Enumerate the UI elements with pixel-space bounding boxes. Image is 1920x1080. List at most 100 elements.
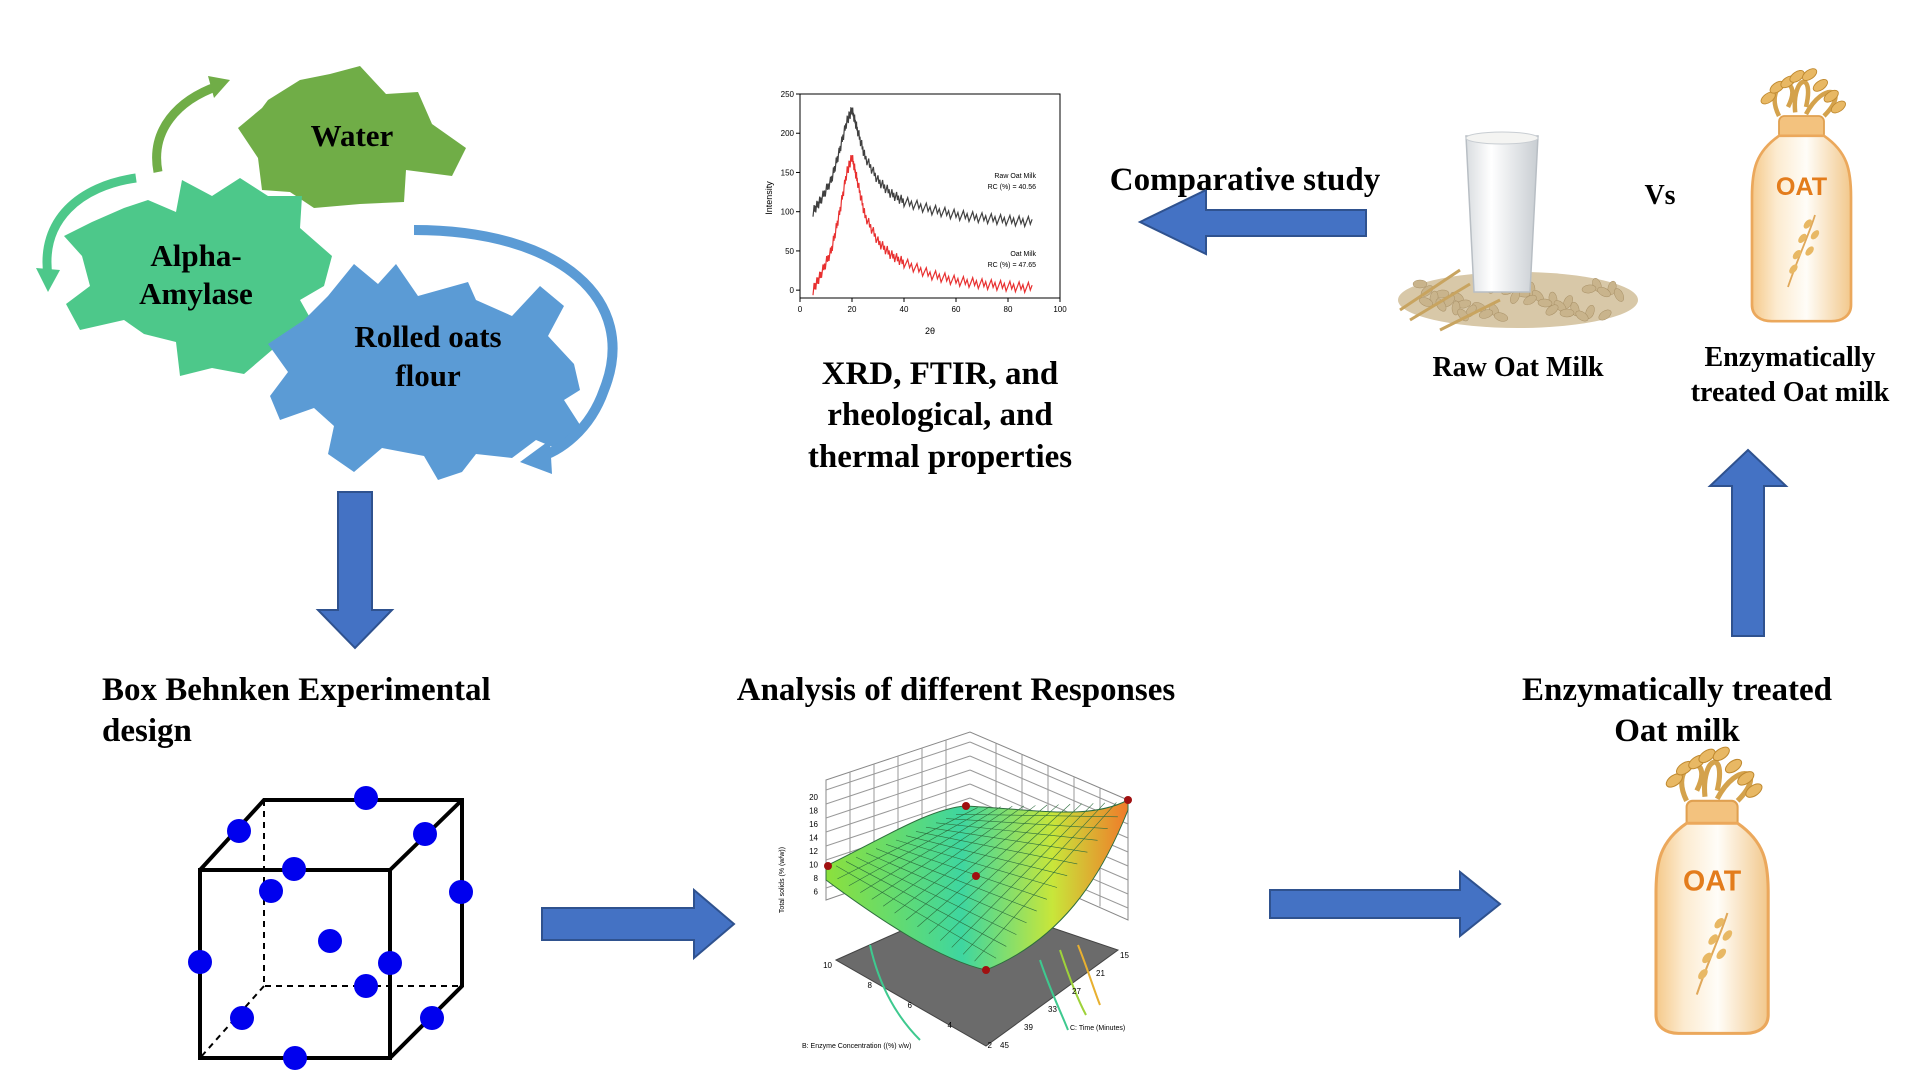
arrowhead-green: [208, 76, 230, 98]
flour-label-line1: Rolled oats: [354, 319, 501, 354]
design-point: [188, 950, 212, 974]
oat-flake: [1412, 279, 1428, 289]
surface-x-tick-label: 2: [988, 1041, 993, 1050]
treated-heading-line2: Oat milk: [1614, 713, 1740, 750]
wall-grid-line: [969, 741, 1129, 811]
bottle-sprig-grain: [1805, 246, 1814, 256]
surface-mesh-line: [875, 848, 1037, 912]
xrd-y-axis-label: Intensity: [764, 181, 774, 215]
raw-oat-milk-image: [1398, 131, 1638, 332]
xrd-y-tick-label: 50: [785, 247, 794, 256]
arrow-left: [1137, 188, 1367, 256]
oat-logo-text: OAT: [1683, 866, 1742, 898]
box-behnken-label-line2: design: [102, 713, 192, 750]
surface-mesh-line: [882, 805, 1025, 907]
xrd-series-line: [812, 107, 1033, 229]
bottle-sprig-grain: [1708, 934, 1718, 945]
surface-z-tick-label: 20: [809, 793, 818, 802]
xrd-y-tick-label: 250: [781, 90, 795, 99]
design-point: [354, 974, 378, 998]
enz-label-line1: Enzymatically: [1704, 342, 1876, 373]
surface-mesh-line: [905, 835, 1068, 877]
arrow-right-1: [541, 887, 736, 961]
oat-flake: [1581, 284, 1597, 294]
curved-arrow-teal: [42, 173, 137, 277]
surface-z-tick-label: 18: [809, 807, 818, 816]
surface-mesh-line: [928, 803, 1071, 934]
oat-flake: [1537, 298, 1553, 308]
surface-point: [962, 802, 970, 810]
milk-surface: [1465, 131, 1539, 145]
bottle-sprig-grain: [1702, 952, 1712, 964]
oat-stalk: [1399, 268, 1501, 332]
bottle-sprig-grain: [1722, 930, 1733, 941]
properties-label: XRD, FTIR, and rheological, and thermal …: [760, 354, 1120, 478]
arrow-up: [1707, 448, 1789, 637]
contour-line: [1059, 949, 1087, 1016]
bottle-sprig-stem: [1787, 214, 1816, 288]
surface-z-tick-label: 10: [809, 861, 818, 870]
xrd-y-tick-label: 150: [781, 168, 795, 177]
arrow-right-2: [1269, 869, 1502, 939]
alpha-amylase-gear: Alpha- Amylase: [64, 178, 332, 376]
oat-grain-icon: [1745, 783, 1763, 798]
surface-y-tick-label: 21: [1096, 969, 1105, 978]
surface-mesh-line: [935, 822, 1098, 841]
xrd-x-axis-label: 2θ: [925, 326, 935, 336]
surface-mesh-line: [915, 831, 1078, 865]
design-point: [449, 880, 473, 904]
design-point: [282, 857, 306, 881]
surface-z-tick-label: 8: [814, 874, 819, 883]
surface-z-tick-label: 12: [809, 847, 818, 856]
xrd-x-tick-label: 100: [1053, 305, 1067, 314]
surface-mesh-line: [895, 839, 1058, 888]
oat-grain-icon: [1812, 79, 1828, 92]
surface-x-tick-label: 6: [908, 1001, 913, 1010]
response-surface: [825, 799, 1129, 971]
flour-label-line2: flour: [395, 358, 461, 393]
design-point: [227, 819, 251, 843]
surface-point: [824, 862, 832, 870]
arrowhead-teal: [36, 268, 60, 292]
xrd-y-tick-label: 0: [790, 286, 795, 295]
surface-mesh-line: [917, 804, 1059, 928]
design-point: [413, 822, 437, 846]
oat-grain-icon: [1698, 748, 1716, 764]
surface-x-tick-label: 4: [948, 1021, 953, 1030]
oat-flake: [1478, 309, 1494, 319]
surface-mesh-line: [848, 806, 990, 886]
contour-line: [1077, 944, 1101, 1006]
arrow-down: [315, 491, 395, 650]
water-label: Water: [311, 118, 394, 153]
surface-point: [982, 966, 990, 974]
design-point: [283, 1046, 307, 1070]
design-point: [259, 879, 283, 903]
surface-y-tick-label: 33: [1048, 1005, 1057, 1014]
bottle-sprig-grain: [1716, 948, 1727, 960]
oat-flake-cluster: [1412, 276, 1625, 322]
box-behnken-label-line1: Box Behnken Experimental: [102, 672, 491, 708]
cube-front-face: [198, 868, 392, 1060]
oat-grain-icon: [1830, 100, 1846, 114]
bottle-sprig-grain: [1698, 968, 1708, 980]
xrd-x-tick-label: 40: [900, 305, 909, 314]
surface-y-tick-label: 15: [1120, 951, 1129, 960]
oat-logo-text: OAT: [1776, 173, 1828, 201]
oat-flake: [1523, 294, 1537, 306]
surface-mesh-line: [940, 803, 1082, 941]
surface-mesh-line: [962, 802, 1106, 955]
oat-flake: [1575, 310, 1589, 322]
xrd-legend-raw-line2: RC (%) = 40.56: [988, 184, 1037, 191]
oat-flake: [1545, 304, 1559, 316]
surface-z-axis-label: Total solids (% (w/w)): [779, 847, 786, 913]
oat-grain-icon: [1737, 771, 1755, 786]
oat-grain-icon: [1712, 746, 1730, 762]
oat-milk-bottle-bottom: OAT: [1654, 746, 1770, 1035]
oat-flake: [1493, 312, 1509, 322]
surface-y-axis-label: C: Time (Minutes): [1070, 1025, 1125, 1032]
xrd-x-tick-label: 60: [952, 305, 961, 314]
treated-oat-milk-heading: Enzymatically treated Oat milk: [1490, 670, 1864, 753]
enz-label-line2: treated Oat milk: [1690, 377, 1890, 408]
